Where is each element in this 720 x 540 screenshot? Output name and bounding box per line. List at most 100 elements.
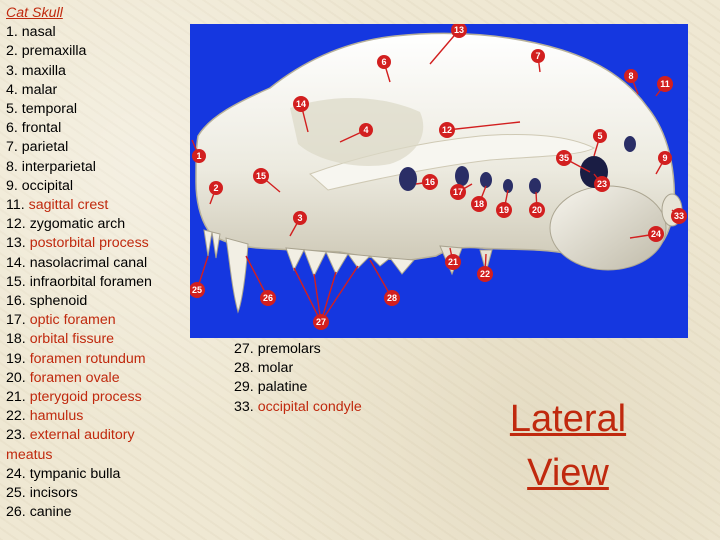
marker-6: 6 <box>377 55 391 69</box>
marker-circle <box>422 174 438 190</box>
left_list-item-number: 16. <box>6 293 26 310</box>
marker-28: 28 <box>384 290 400 306</box>
left_list-item-number: 11. <box>6 197 25 214</box>
left_list-item-number: 5. <box>6 101 18 118</box>
marker-number: 35 <box>559 153 569 163</box>
left_list-item: 19. foramen rotundum <box>6 350 181 369</box>
marker-19: 19 <box>496 202 512 218</box>
marker-13: 13 <box>451 24 467 38</box>
left_list-item-term: parietal <box>21 139 69 156</box>
pointer-line <box>320 265 359 323</box>
left_list-item: 2. premaxilla <box>6 42 181 61</box>
marker-circle <box>556 150 572 166</box>
left_list-item-number: 15. <box>6 273 26 290</box>
left_list-item: 17. optic foramen <box>6 311 181 330</box>
left_list-item: 8. interparietal <box>6 158 181 177</box>
left_list-item-number: 17. <box>6 312 26 329</box>
marker-number: 4 <box>363 125 368 135</box>
left_list-item: 11. sagittal crest <box>6 196 181 215</box>
foramen-hole-c <box>480 172 492 188</box>
view-title-line-2: View <box>527 452 609 494</box>
marker-number: 20 <box>532 205 542 215</box>
right_list-item-term: palatine <box>257 379 308 396</box>
marker-number: 22 <box>480 269 490 279</box>
left_list-item-term: orbital fissure <box>29 331 115 348</box>
marker-circle <box>451 24 467 38</box>
marker-circle <box>624 69 638 83</box>
left_list-item: 16. sphenoid <box>6 292 181 311</box>
marker-number: 17 <box>453 187 463 197</box>
marker-4: 4 <box>359 123 373 137</box>
left_list-item-term: foramen rotundum <box>29 350 146 367</box>
premolar-teeth <box>285 247 392 278</box>
left_list-item-term: temporal <box>21 101 77 118</box>
molar-tooth <box>388 257 416 275</box>
marker-number: 12 <box>442 125 452 135</box>
marker-number: 9 <box>662 153 667 163</box>
marker-number: 5 <box>597 131 602 141</box>
foramen-hole-e <box>529 178 541 194</box>
marker-circle <box>648 226 664 242</box>
marker-number: 33 <box>674 211 684 221</box>
left_list-item-number: 1. <box>6 24 18 41</box>
marker-circle <box>450 184 466 200</box>
left_list-item-term: external auditory meatus <box>6 427 135 463</box>
pointer-line <box>446 121 521 131</box>
marker-number: 24 <box>651 229 661 239</box>
left_list-item-term: interparietal <box>21 158 96 175</box>
marker-18: 18 <box>471 196 487 212</box>
marker-number: 13 <box>454 25 464 35</box>
marker-circle <box>496 202 512 218</box>
left_list-item-number: 23. <box>6 427 26 444</box>
marker-35: 35 <box>556 150 572 166</box>
marker-circle <box>293 211 307 225</box>
pointer-line <box>293 267 322 323</box>
marker-7: 7 <box>531 49 545 63</box>
marker-14: 14 <box>293 96 309 112</box>
marker-3: 3 <box>293 211 307 225</box>
right_list-item-number: 29. <box>234 379 254 396</box>
marker-1: 1 <box>192 149 206 163</box>
right_list-item-term: molar <box>257 360 294 377</box>
left_list-item: 20. foramen ovale <box>6 369 181 388</box>
marker-circle <box>531 49 545 63</box>
view-title-line-1: Lateral <box>509 398 627 440</box>
marker-5: 5 <box>593 129 607 143</box>
marker-circle <box>471 196 487 212</box>
marker-number: 28 <box>387 293 397 303</box>
left_list-item-term: zygomatic arch <box>29 216 126 233</box>
left_list-item-number: 7. <box>6 139 18 156</box>
left_list-item-term: canine <box>29 504 72 521</box>
left_list-item: 9. occipital <box>6 177 181 196</box>
left_list-item-number: 8. <box>6 158 18 175</box>
left_list-item-term: infraorbital foramen <box>29 273 152 290</box>
marker-number: 7 <box>535 51 540 61</box>
marker-number: 8 <box>628 71 633 81</box>
right_list-item-number: 28. <box>234 360 254 377</box>
canine-tooth <box>225 237 249 314</box>
left_list-item-term: foramen ovale <box>29 369 120 386</box>
orbit-shading <box>290 97 424 166</box>
marker-number: 23 <box>597 179 607 189</box>
marker-number: 3 <box>297 213 302 223</box>
left_list-item-term: premaxilla <box>21 43 87 60</box>
right_list-item: 29. palatine <box>234 378 362 397</box>
marker-number: 16 <box>425 177 435 187</box>
left_list-item-number: 18. <box>6 331 26 348</box>
left_list-item-term: sphenoid <box>29 293 88 310</box>
marker-22: 22 <box>477 266 493 282</box>
marker-number: 26 <box>263 293 273 303</box>
left_list-item: 3. maxilla <box>6 62 181 81</box>
left_list-item: 23. external auditory meatus <box>6 426 181 464</box>
left_list-item-number: 13. <box>6 235 26 252</box>
marker-number: 27 <box>316 317 326 327</box>
left_list-item: 6. frontal <box>6 119 181 138</box>
right_list-item: 27. premolars <box>234 340 362 359</box>
marker-circle <box>253 168 269 184</box>
left_list-item-number: 14. <box>6 254 26 271</box>
marker-21: 21 <box>445 254 461 270</box>
marker-8: 8 <box>624 69 638 83</box>
marker-number: 2 <box>213 183 218 193</box>
right_list-item-term: premolars <box>257 341 321 357</box>
